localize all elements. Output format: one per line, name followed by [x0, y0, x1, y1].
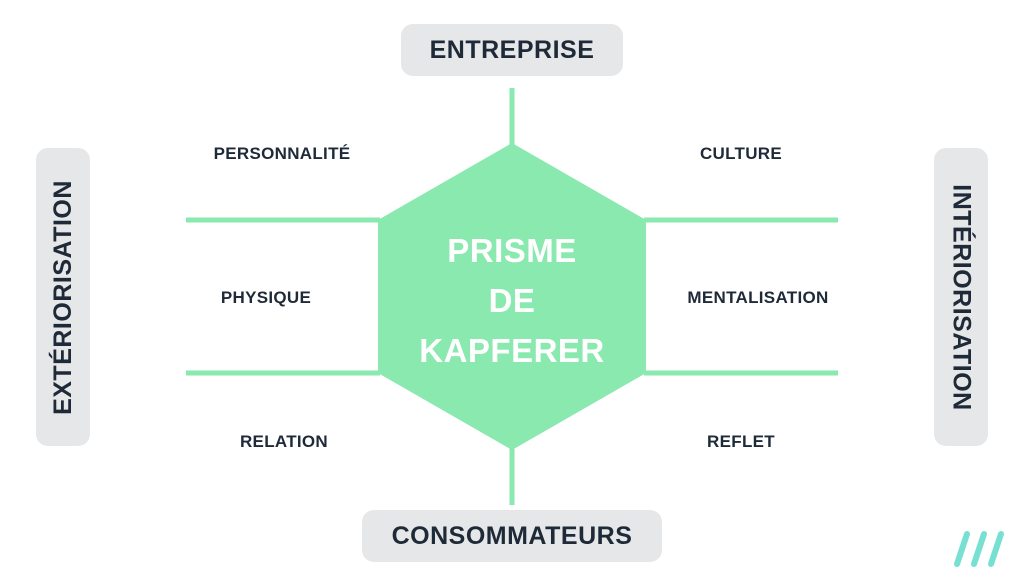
facet-top-left: PERSONNALITÉ: [213, 144, 351, 163]
prism-title: PRISME DE KAPFERER: [419, 226, 605, 376]
axis-label-bottom: CONSOMMATEURS: [362, 510, 662, 562]
facet-bottom-right: REFLET: [707, 432, 775, 451]
axis-left-text: EXTÉRIORISATION: [48, 179, 77, 415]
axis-label-right: INTÉRIORISATION: [934, 148, 988, 446]
prism-title-line-2: DE: [488, 282, 536, 319]
facet-middle-right: MENTALISATION: [687, 288, 829, 307]
center-hexagon: [378, 143, 646, 450]
facet-bottom-left: RELATION: [239, 432, 329, 451]
facet-top-right: CULTURE: [699, 144, 783, 163]
axis-label-left: EXTÉRIORISATION: [36, 148, 90, 446]
prism-title-line-1: PRISME: [447, 232, 577, 269]
three-slash-logo-icon: [954, 531, 1004, 567]
facet-middle-left: PHYSIQUE: [220, 288, 312, 307]
axis-right-text: INTÉRIORISATION: [947, 183, 976, 411]
axis-bottom-text: CONSOMMATEURS: [391, 521, 633, 550]
axis-top-text: ENTREPRISE: [429, 35, 595, 64]
axis-label-top: ENTREPRISE: [401, 24, 623, 76]
prism-title-line-3: KAPFERER: [419, 332, 605, 369]
